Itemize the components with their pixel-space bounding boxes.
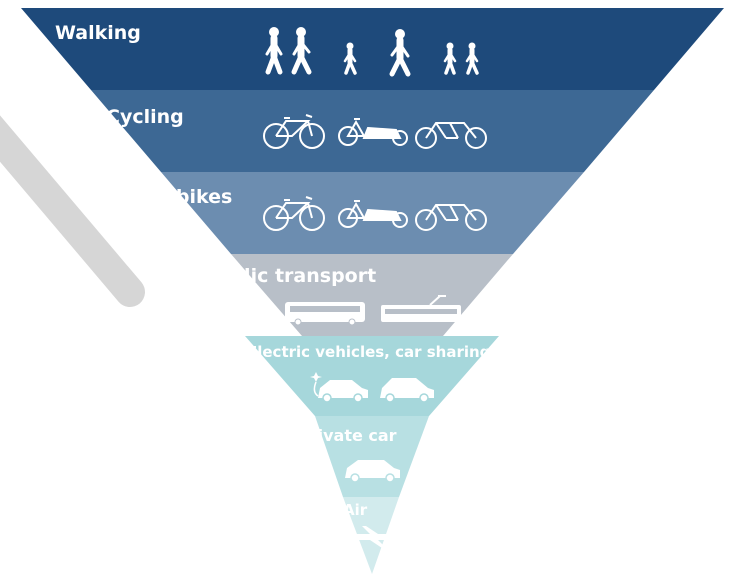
cycling-icons: [263, 114, 487, 149]
cargo-bike-icon: [338, 200, 408, 228]
level-label-electric-vehicles: Electric vehicles, car sharing: [247, 343, 491, 361]
level-label-cycling: Cycling: [106, 106, 184, 128]
level-label-e-bikes: E-bikes: [155, 186, 233, 208]
band-walking: [21, 8, 724, 90]
level-label-air: Air: [343, 501, 368, 519]
bus-icon: [285, 302, 365, 326]
bicycle-icon: [263, 196, 325, 231]
level-label-walking: Walking: [55, 22, 141, 44]
band-electric-vehicles: [245, 336, 499, 416]
tandem-bike-icon: [415, 204, 487, 231]
walking-pedestrians-icon: [265, 27, 479, 77]
shared-car-icon: [380, 378, 434, 403]
car-icon: [345, 460, 400, 483]
cargo-bike-icon: [338, 118, 408, 146]
airplane-icon: [350, 526, 396, 548]
e-bike-icons: [263, 196, 487, 231]
electric-car-icon: [310, 372, 368, 403]
level-label-private-car: Private car: [298, 426, 397, 445]
decorative-bar: [0, 115, 145, 307]
band-private-car: [315, 416, 429, 497]
tram-icon: [381, 295, 461, 322]
level-label-public-transport: Public transport: [203, 265, 377, 287]
bicycle-icon: [263, 114, 325, 149]
tandem-bike-icon: [415, 122, 487, 149]
